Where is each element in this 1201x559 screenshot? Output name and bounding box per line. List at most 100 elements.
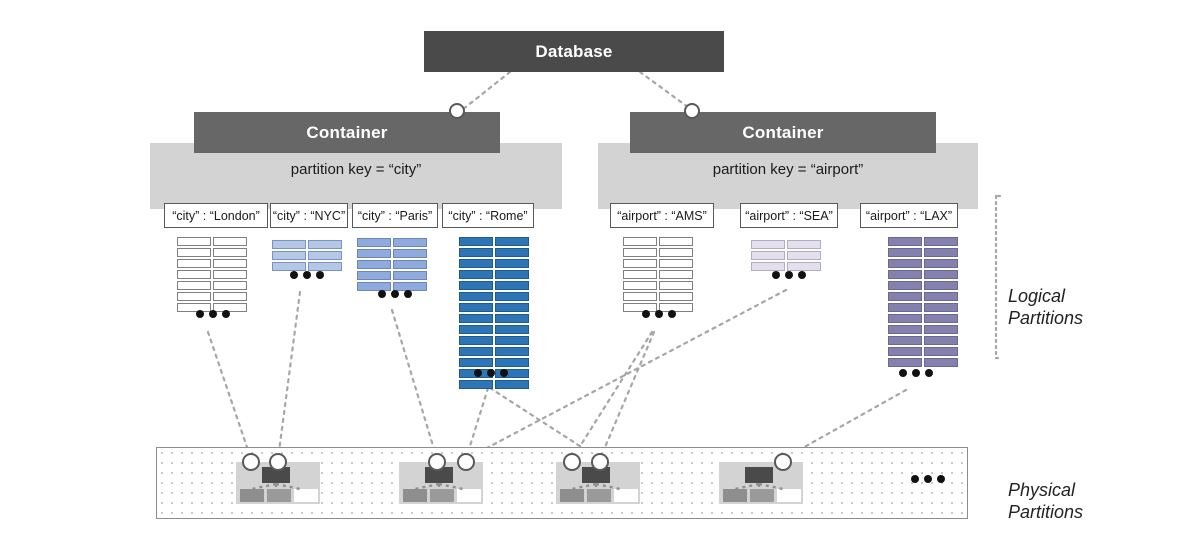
record-cell: [888, 270, 922, 279]
record-cell: [495, 336, 529, 345]
record-row: [459, 358, 529, 367]
ellipsis-london: [196, 310, 230, 318]
record-row: [623, 281, 693, 290]
record-cell: [623, 270, 657, 279]
physical-partition-4-replica-2: [750, 489, 774, 502]
physical-partition-3-replica-2: [587, 489, 611, 502]
record-row: [623, 248, 693, 257]
record-row: [177, 270, 247, 279]
physical-partition-4-replica-1: [723, 489, 747, 502]
container-node-city[interactable]: Container: [194, 112, 500, 153]
ellipsis-lax: [899, 369, 933, 377]
record-cell: [924, 358, 958, 367]
record-cell: [888, 281, 922, 290]
physical-partition-2[interactable]: [399, 462, 483, 504]
container-node-airport[interactable]: Container: [630, 112, 936, 153]
record-stack-rome: [459, 237, 529, 389]
physical-partition-2-primary: [425, 467, 453, 483]
record-cell: [495, 237, 529, 246]
record-cell: [459, 325, 493, 334]
logical-partition-chip-sea[interactable]: “airport” : “SEA”: [740, 203, 838, 228]
logical-partition-chip-lax[interactable]: “airport” : “LAX”: [860, 203, 958, 228]
record-row: [459, 314, 529, 323]
record-cell: [924, 336, 958, 345]
record-cell: [888, 358, 922, 367]
record-cell: [924, 237, 958, 246]
physical-partition-3[interactable]: [556, 462, 640, 504]
record-cell: [213, 292, 247, 301]
record-cell: [308, 251, 342, 260]
record-row: [888, 248, 958, 257]
ellipsis-physical-partitions: [911, 475, 945, 483]
physical-partitions-label: Physical Partitions: [1008, 479, 1084, 523]
record-cell: [924, 292, 958, 301]
record-cell: [459, 281, 493, 290]
record-row: [888, 325, 958, 334]
physical-partition-4[interactable]: [719, 462, 803, 504]
logical-partition-chip-rome[interactable]: “city” : “Rome”: [442, 203, 534, 228]
record-cell: [393, 238, 427, 247]
record-cell: [272, 262, 306, 271]
physical-partition-2-replica-2: [430, 489, 454, 502]
record-cell: [924, 347, 958, 356]
container-node-city-label: Container: [306, 122, 388, 142]
logical-partition-chip-london[interactable]: “city” : “London”: [164, 203, 268, 228]
record-cell: [787, 262, 821, 271]
record-cell: [888, 303, 922, 312]
record-cell: [924, 325, 958, 334]
record-cell: [459, 292, 493, 301]
record-row: [623, 237, 693, 246]
record-row: [751, 262, 821, 271]
record-cell: [459, 358, 493, 367]
record-cell: [924, 248, 958, 257]
record-cell: [357, 249, 391, 258]
partition-key-label-city: partition key = “city”: [290, 161, 422, 178]
physical-partition-1-replica-1: [240, 489, 264, 502]
record-cell: [888, 336, 922, 345]
record-row: [888, 347, 958, 356]
record-cell: [888, 347, 922, 356]
record-cell: [888, 325, 922, 334]
record-cell: [787, 251, 821, 260]
record-cell: [213, 303, 247, 312]
record-cell: [888, 248, 922, 257]
logical-partition-chip-nyc[interactable]: “city” : “NYC”: [270, 203, 348, 228]
record-row: [357, 260, 427, 269]
logical-partition-chip-ams[interactable]: “airport” : “AMS”: [610, 203, 714, 228]
logical-partitions-label: Logical Partitions: [1008, 285, 1084, 329]
record-cell: [272, 251, 306, 260]
record-row: [888, 314, 958, 323]
record-stack-nyc: [272, 240, 342, 271]
record-row: [888, 281, 958, 290]
container-band-city: [150, 143, 562, 209]
container-node-airport-label: Container: [742, 122, 824, 142]
record-cell: [888, 237, 922, 246]
record-cell: [177, 270, 211, 279]
record-stack-sea: [751, 240, 821, 271]
record-cell: [495, 303, 529, 312]
record-cell: [924, 303, 958, 312]
record-cell: [787, 240, 821, 249]
record-cell: [751, 262, 785, 271]
logical-partition-chip-paris[interactable]: “city” : “Paris”: [352, 203, 438, 228]
physical-partition-1-replica-2: [267, 489, 291, 502]
record-cell: [459, 237, 493, 246]
record-row: [459, 237, 529, 246]
record-row: [357, 271, 427, 280]
record-cell: [659, 292, 693, 301]
physical-partition-1[interactable]: [236, 462, 320, 504]
record-cell: [623, 292, 657, 301]
record-cell: [495, 292, 529, 301]
record-cell: [623, 303, 657, 312]
database-node[interactable]: Database: [424, 31, 724, 72]
record-row: [177, 292, 247, 301]
record-cell: [659, 281, 693, 290]
record-cell: [213, 248, 247, 257]
record-cell: [308, 240, 342, 249]
record-cell: [177, 303, 211, 312]
record-row: [459, 281, 529, 290]
record-row: [888, 336, 958, 345]
record-cell: [659, 237, 693, 246]
record-cell: [177, 292, 211, 301]
